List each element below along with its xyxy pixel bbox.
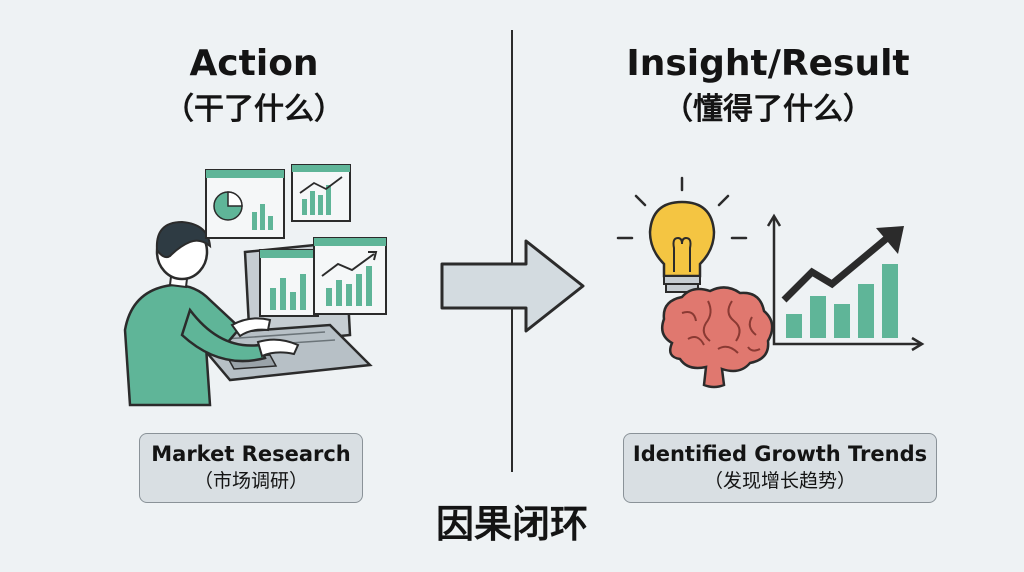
chart-panel-icon xyxy=(205,169,285,239)
action-label-main: Market Research xyxy=(151,442,351,466)
right-arrow-icon xyxy=(440,239,585,333)
chart-panel-icon xyxy=(291,164,351,222)
action-subtitle: （干了什么） xyxy=(164,92,344,127)
insight-title: Insight/Result xyxy=(626,43,910,84)
chart-panel-icon xyxy=(259,249,319,317)
insight-label-main: Identified Growth Trends xyxy=(632,442,928,466)
brain-icon xyxy=(661,286,774,389)
lightbulb-icon xyxy=(616,176,748,293)
footer-caption: 因果闭环 xyxy=(435,502,588,546)
action-title: Action xyxy=(189,43,319,84)
center-divider xyxy=(511,30,513,472)
insight-label-box: Identified Growth Trends （发现增长趋势） xyxy=(623,433,937,503)
insight-label-sub: （发现增长趋势） xyxy=(703,470,856,492)
growth-chart-icon xyxy=(766,213,925,352)
action-label-sub: （市场调研） xyxy=(193,470,308,492)
insight-subtitle: （懂得了什么） xyxy=(663,92,873,127)
chart-panel-icon xyxy=(313,237,387,315)
action-label-box: Market Research （市场调研） xyxy=(139,433,363,503)
